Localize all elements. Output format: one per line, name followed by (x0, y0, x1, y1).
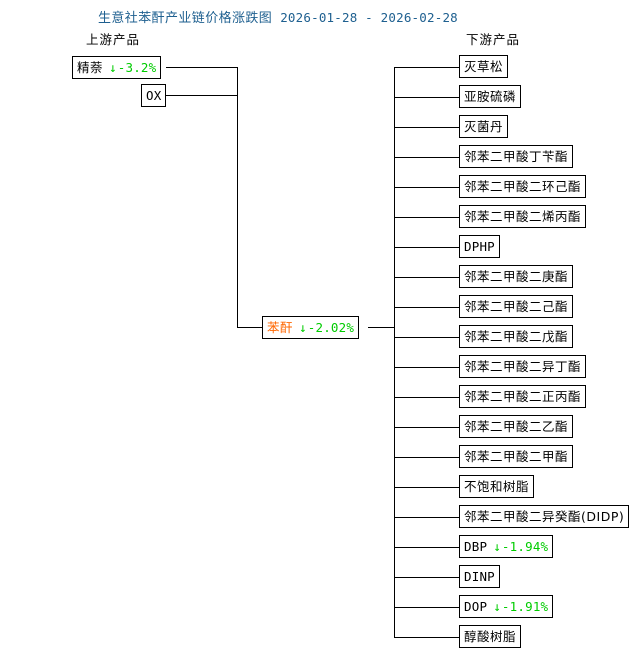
node-label: 灭菌丹 (464, 119, 504, 134)
downstream-node[interactable]: 邻苯二甲酸二正丙酯 (459, 385, 587, 408)
node-label: 邻苯二甲酸二烯丙酯 (464, 209, 582, 224)
downstream-node[interactable]: 邻苯二甲酸二己酯 (459, 295, 574, 318)
downstream-node[interactable]: 邻苯二甲酸二烯丙酯 (459, 205, 587, 228)
downstream-trunk (394, 66, 395, 637)
downstream-connector (394, 486, 459, 488)
node-label: 邻苯二甲酸二异癸酯(DIDP) (464, 509, 625, 524)
node-label: 邻苯二甲酸二环己酯 (464, 179, 582, 194)
downstream-connector (394, 126, 459, 128)
node-label: 邻苯二甲酸二正丙酯 (464, 389, 582, 404)
node-label: 精萘 (77, 59, 104, 75)
downstream-node[interactable]: 邻苯二甲酸二甲酯 (459, 445, 574, 468)
downstream-node[interactable]: 灭菌丹 (459, 115, 509, 138)
node-label: 邻苯二甲酸二戊酯 (464, 329, 569, 344)
downstream-connector (394, 186, 459, 188)
downstream-node[interactable]: 邻苯二甲酸二异丁酯 (459, 355, 587, 378)
node-change-badge: ↓-1.91% (493, 599, 549, 614)
downstream-connector (394, 516, 459, 518)
node-label: 亚胺硫磷 (464, 89, 517, 104)
node-label: 邻苯二甲酸二乙酯 (464, 419, 569, 434)
upstream-connector (166, 95, 237, 96)
chart-title: 生意社苯酐产业链价格涨跌图 2026-01-28 - 2026-02-28 (98, 7, 458, 26)
chart-title-text: 生意社苯酐产业链价格涨跌图 (98, 11, 273, 26)
downstream-connector (394, 636, 459, 638)
upstream-node[interactable]: 精萘 ↓-3.2% (72, 55, 162, 79)
node-label: DBP (464, 539, 488, 554)
node-label: 邻苯二甲酸二异丁酯 (464, 359, 582, 374)
downstream-node[interactable]: DINP (459, 565, 500, 588)
node-label: 醇酸树脂 (464, 629, 517, 644)
node-label: 不饱和树脂 (464, 479, 530, 494)
downstream-connector (394, 156, 459, 158)
downstream-connector (394, 426, 459, 428)
downstream-node[interactable]: DOP ↓-1.91% (459, 595, 554, 618)
arrow-down-icon: ↓ (493, 599, 501, 614)
downstream-node[interactable]: 邻苯二甲酸二异癸酯(DIDP) (459, 505, 630, 528)
node-label: 邻苯二甲酸二己酯 (464, 299, 569, 314)
downstream-node[interactable]: DBP ↓-1.94% (459, 535, 554, 558)
center-to-downstream-connector (368, 327, 394, 328)
upstream-trunk (237, 67, 238, 327)
downstream-node[interactable]: 灭草松 (459, 55, 509, 78)
downstream-connector (394, 66, 459, 68)
downstream-node[interactable]: DPHP (459, 235, 500, 258)
node-label: 邻苯二甲酸丁苄酯 (464, 149, 569, 164)
downstream-connector (394, 246, 459, 248)
center-node[interactable]: 苯酐 ↓-2.02% (262, 315, 360, 339)
arrow-down-icon: ↓ (493, 539, 501, 554)
arrow-down-icon: ↓ (109, 59, 117, 75)
upstream-column-header: 上游产品 (86, 32, 141, 47)
node-label: 邻苯二甲酸二甲酯 (464, 449, 569, 464)
node-change-badge: ↓-2.02% (299, 319, 355, 335)
node-label: OX (146, 87, 162, 103)
downstream-connector (394, 606, 459, 608)
node-label: 苯酐 (267, 319, 294, 335)
node-change-badge: ↓-3.2% (109, 59, 157, 75)
downstream-node[interactable]: 邻苯二甲酸二环己酯 (459, 175, 587, 198)
node-label: DINP (464, 569, 495, 584)
chart-date-range: 2026-01-28 - 2026-02-28 (280, 10, 458, 25)
upstream-to-center-connector (237, 327, 262, 328)
downstream-node[interactable]: 醇酸树脂 (459, 625, 522, 648)
upstream-connector (166, 67, 237, 68)
downstream-connector (394, 396, 459, 398)
downstream-connector (394, 276, 459, 278)
downstream-node[interactable]: 亚胺硫磷 (459, 85, 522, 108)
downstream-node[interactable]: 邻苯二甲酸二戊酯 (459, 325, 574, 348)
downstream-connector (394, 576, 459, 578)
downstream-node[interactable]: 邻苯二甲酸二乙酯 (459, 415, 574, 438)
downstream-connector (394, 216, 459, 218)
node-label: DPHP (464, 239, 495, 254)
downstream-connector (394, 306, 459, 308)
upstream-node[interactable]: OX (141, 83, 167, 107)
downstream-column-header: 下游产品 (466, 32, 521, 47)
node-label: DOP (464, 599, 488, 614)
node-change-badge: ↓-1.94% (493, 539, 549, 554)
downstream-node[interactable]: 邻苯二甲酸二庚酯 (459, 265, 574, 288)
downstream-connector (394, 546, 459, 548)
arrow-down-icon: ↓ (299, 319, 307, 335)
node-label: 邻苯二甲酸二庚酯 (464, 269, 569, 284)
downstream-node[interactable]: 邻苯二甲酸丁苄酯 (459, 145, 574, 168)
node-label: 灭草松 (464, 59, 504, 74)
downstream-connector (394, 366, 459, 368)
downstream-node[interactable]: 不饱和树脂 (459, 475, 535, 498)
downstream-connector (394, 456, 459, 458)
downstream-connector (394, 336, 459, 338)
downstream-connector (394, 96, 459, 98)
